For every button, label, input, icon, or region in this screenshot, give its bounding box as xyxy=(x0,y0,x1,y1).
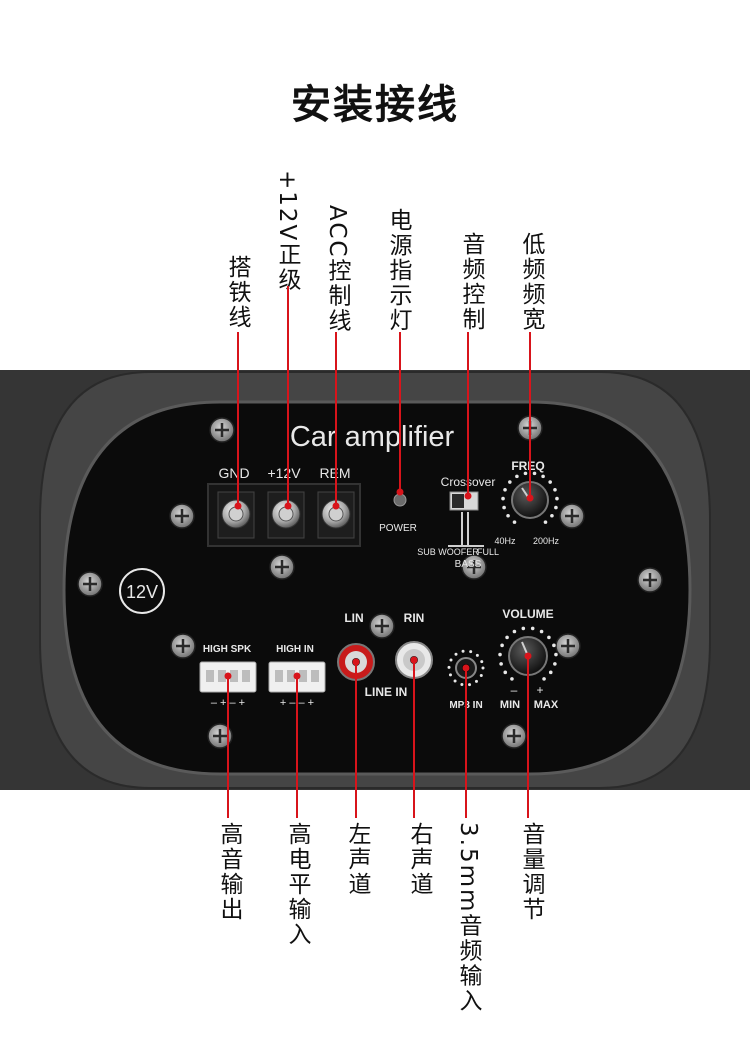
scale-dot xyxy=(454,652,458,656)
scale-dot xyxy=(539,629,544,634)
scale-dot xyxy=(548,480,552,484)
scale-dot xyxy=(503,487,507,492)
scale-dot xyxy=(523,471,528,476)
scale-dot xyxy=(543,520,548,524)
scale-dot xyxy=(506,513,510,518)
scale-dot xyxy=(547,635,551,640)
label-acc-control: ACC控制线 xyxy=(324,205,350,334)
scale-dot xyxy=(501,496,505,501)
lin-label: LIN xyxy=(344,611,363,625)
leader-lines xyxy=(224,286,534,818)
scale-dot xyxy=(503,670,508,675)
full-label: FULL xyxy=(477,547,499,557)
voltage-badge xyxy=(119,568,165,614)
scale-dot xyxy=(515,474,519,479)
brand-text: Car amplifier xyxy=(290,421,455,453)
label-ground-wire: 搭铁线 xyxy=(224,255,250,330)
scale-dot xyxy=(548,670,553,675)
scale-dot xyxy=(447,665,451,669)
scale-dot xyxy=(500,643,504,648)
label-right-channel: 右声道 xyxy=(406,822,432,897)
volume-minus-label: – xyxy=(511,683,518,697)
scale-dot xyxy=(512,629,517,634)
label-audio-control: 音频控制 xyxy=(458,232,484,332)
high-in-label: HIGH IN xyxy=(276,644,314,655)
rin-label: RIN xyxy=(404,611,425,625)
scale-dot xyxy=(449,658,453,662)
scale-dot xyxy=(554,652,558,657)
scale-dot xyxy=(468,683,472,687)
scale-dot xyxy=(499,662,503,666)
scale-dot xyxy=(498,652,502,657)
scale-dot xyxy=(554,505,558,510)
volume-max-label: MAX xyxy=(534,699,559,711)
scale-dot xyxy=(550,513,554,518)
volume-plus-label: + xyxy=(536,683,543,697)
volume-min-label: MIN xyxy=(500,699,520,711)
scale-dot xyxy=(553,662,557,666)
freq-min-label: 40Hz xyxy=(494,536,516,546)
scale-dot xyxy=(469,650,473,654)
scale-dot xyxy=(512,520,517,524)
scale-dot xyxy=(555,496,559,501)
scale-dot xyxy=(474,679,478,683)
volume-scale xyxy=(498,626,558,681)
scale-dot xyxy=(508,480,512,484)
label-power-indicator: 电源指示灯 xyxy=(385,208,411,333)
voltage-badge-text: 12V xyxy=(126,582,158,602)
freq-scale xyxy=(501,471,559,524)
label-volume-adjust: 音量调节 xyxy=(518,822,544,922)
line-in-label: LINE IN xyxy=(365,685,408,699)
scale-dot xyxy=(479,673,483,677)
power-led xyxy=(393,493,407,507)
power-label: POWER xyxy=(379,523,417,534)
freq-max-label: 200Hz xyxy=(533,536,560,546)
scale-dot xyxy=(481,666,485,670)
label-low-freq-bandwidth: 低频频宽 xyxy=(518,232,544,332)
volume-label: VOLUME xyxy=(502,607,553,621)
scale-dot xyxy=(552,643,556,648)
scale-dot xyxy=(453,679,457,683)
scale-dot xyxy=(505,635,509,640)
high-spk-label: HIGH SPK xyxy=(203,644,252,655)
scale-dot xyxy=(510,677,514,681)
label-12v-positive: +12V正级 xyxy=(274,170,300,293)
scale-dot xyxy=(521,626,526,631)
freq-label: FREQ xyxy=(511,459,544,473)
gnd-terminal-label: GND xyxy=(218,465,249,481)
page-title: 安装接线 xyxy=(291,82,459,128)
label-left-channel: 左声道 xyxy=(344,822,370,897)
scale-dot xyxy=(448,673,452,677)
scale-dot xyxy=(460,682,464,686)
scale-dot xyxy=(532,471,537,476)
scale-dot xyxy=(480,660,484,664)
label-mp3-input: 3.5mm音频输入 xyxy=(455,822,481,1014)
scale-dot xyxy=(475,653,479,657)
bass-label: BASS xyxy=(455,559,482,570)
label-tweeter-output: 高音输出 xyxy=(216,822,242,922)
scale-dot xyxy=(541,474,545,479)
mp3-jack-ring xyxy=(447,649,485,687)
scale-dot xyxy=(461,649,465,653)
scale-dot xyxy=(502,505,506,510)
12v-terminal-label: +12V xyxy=(267,465,301,481)
scale-dot xyxy=(542,677,546,681)
scale-dot xyxy=(553,487,557,492)
label-high-level-input: 高电平输入 xyxy=(284,822,310,947)
sub-woofer-label: SUB WOOFER xyxy=(417,547,479,557)
scale-dot xyxy=(530,626,535,631)
